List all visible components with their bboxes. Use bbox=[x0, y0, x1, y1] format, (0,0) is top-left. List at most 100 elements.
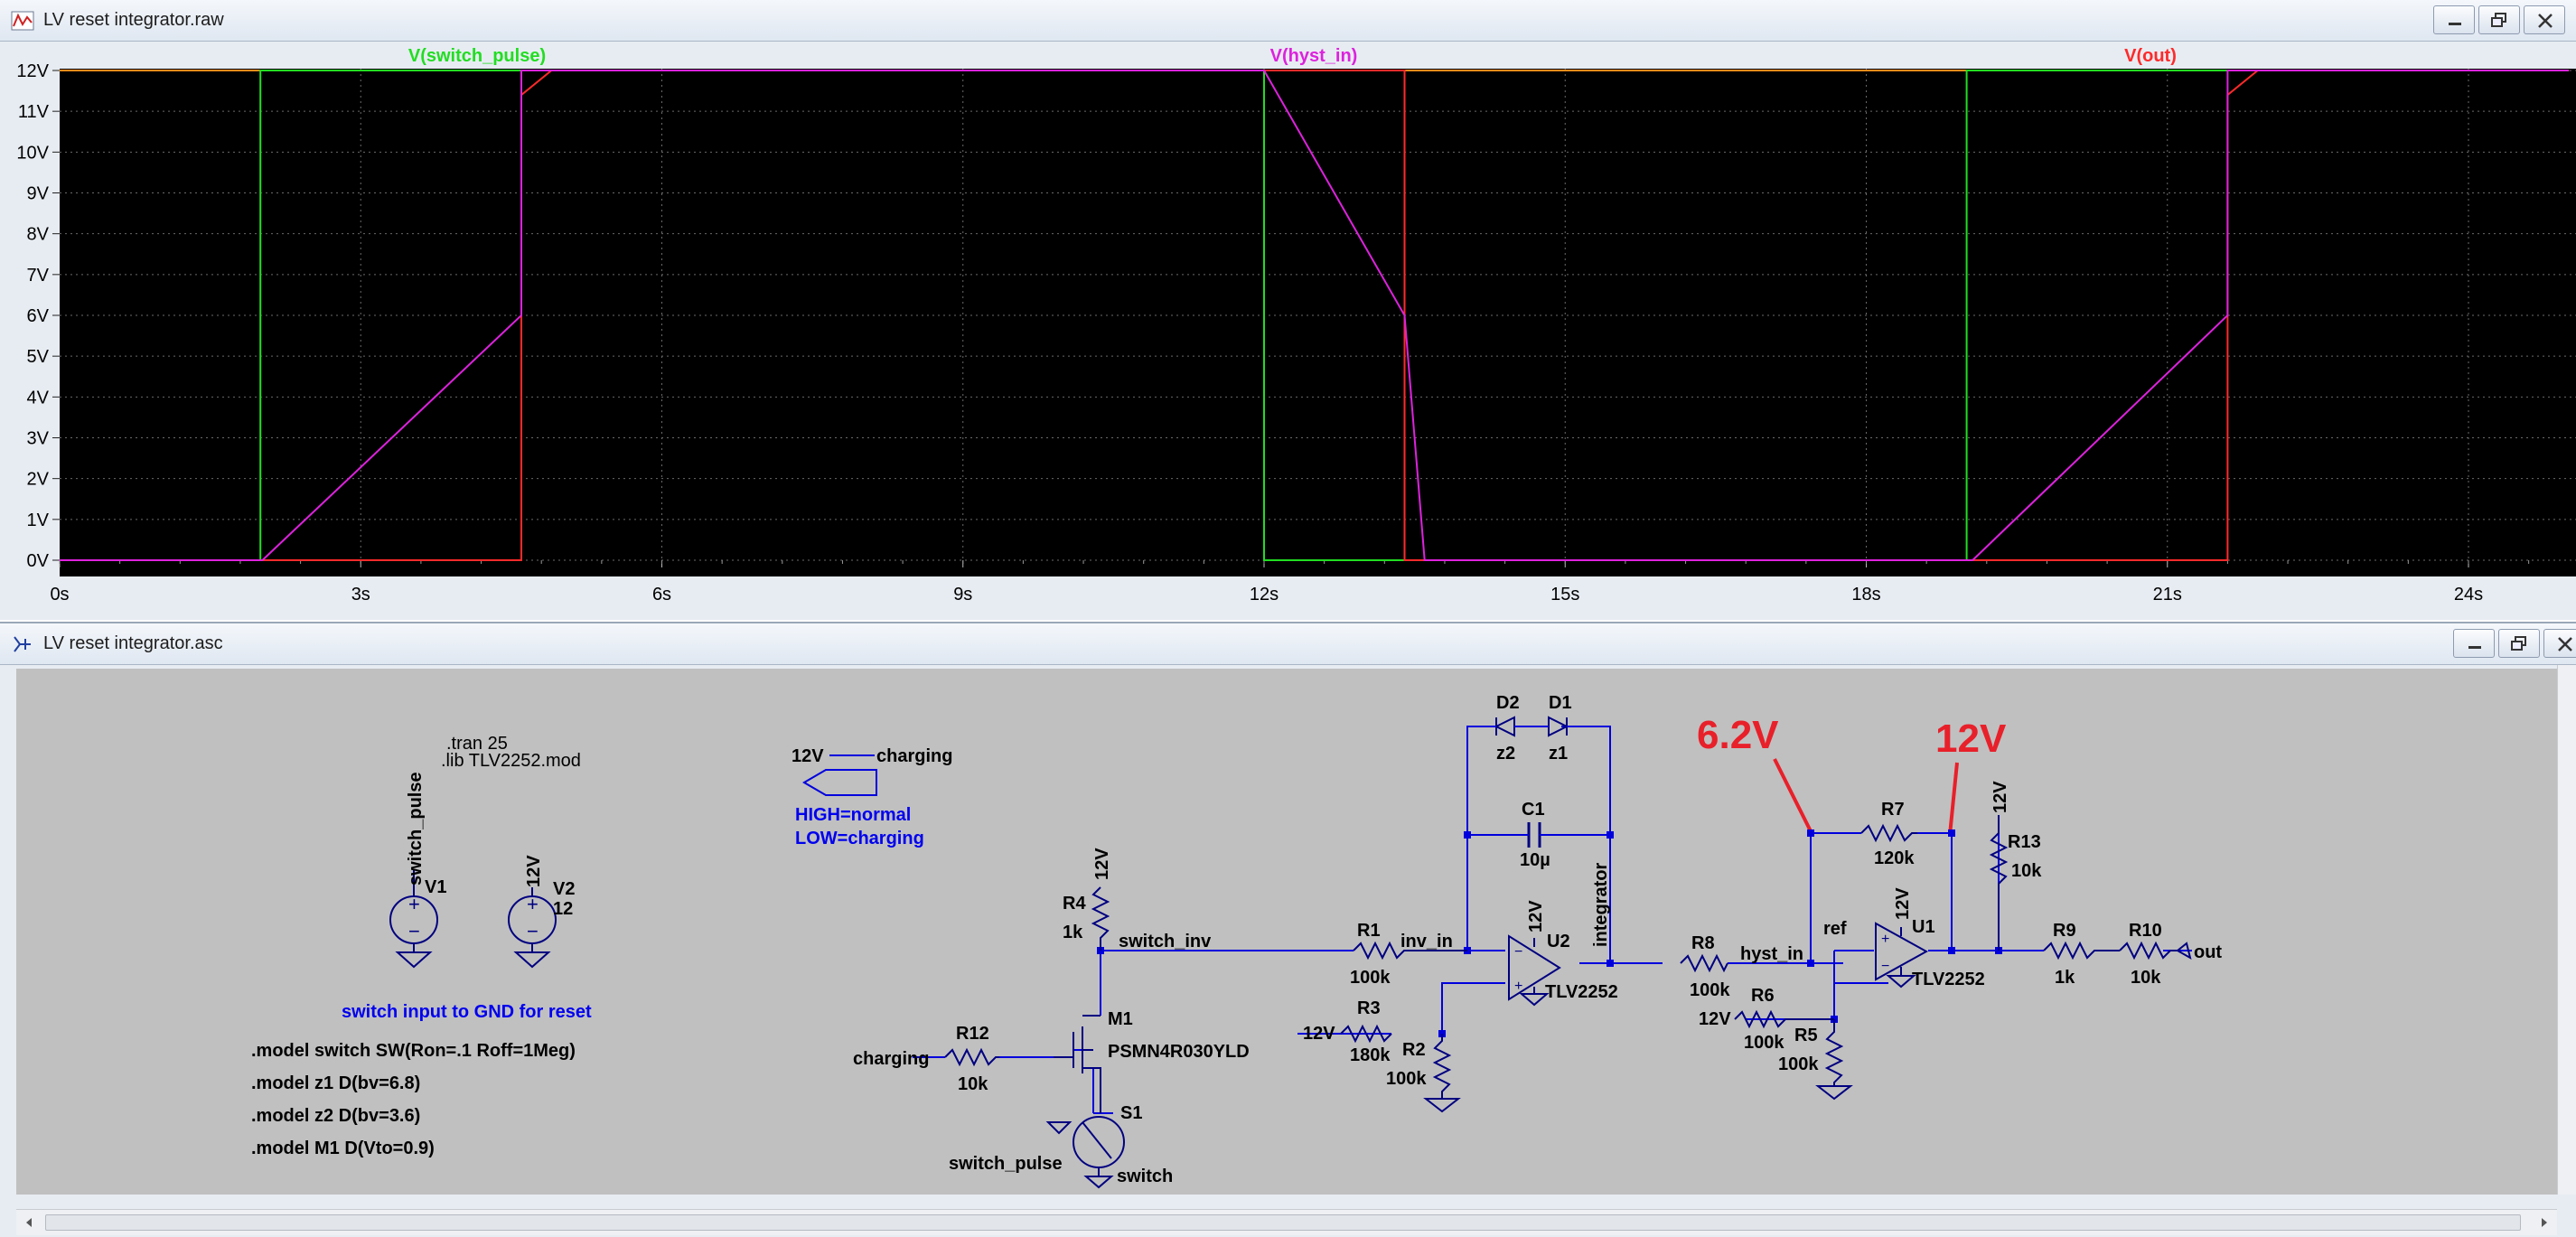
net-switch[interactable]: switch bbox=[1117, 1167, 1173, 1186]
schematic-close-button[interactable] bbox=[2543, 629, 2576, 658]
net-hyst-in[interactable]: hyst_in bbox=[1740, 944, 1803, 964]
r7-resistor[interactable] bbox=[1860, 823, 1917, 843]
net-inv-in[interactable]: inv_in bbox=[1400, 932, 1453, 951]
v1-voltage-source[interactable]: + − bbox=[389, 869, 438, 969]
r5-resistor[interactable] bbox=[1815, 1019, 1853, 1101]
annotation-6-2v[interactable]: 6.2V bbox=[1697, 713, 1779, 757]
annotation-12v[interactable]: 12V bbox=[1935, 717, 2007, 761]
net-ref[interactable]: ref bbox=[1823, 919, 1847, 939]
waveform-window-title: LV reset integrator.raw bbox=[43, 10, 224, 30]
r1-resistor[interactable] bbox=[1353, 941, 1467, 961]
restore-button[interactable] bbox=[2478, 5, 2520, 34]
v2-voltage-source[interactable]: + − bbox=[508, 887, 557, 969]
r13-value: 10k bbox=[2011, 861, 2042, 881]
r6-supply-label[interactable]: 12V bbox=[1699, 1009, 1731, 1029]
y-tick-label: 2V bbox=[27, 470, 50, 490]
x-tick-label: 12s bbox=[1250, 585, 1279, 604]
waveform-title-bar[interactable]: LV reset integrator.raw bbox=[0, 0, 2576, 42]
model-z2-directive[interactable]: .model z2 D(bv=3.6) bbox=[251, 1106, 420, 1126]
r9-resistor[interactable] bbox=[2043, 941, 2120, 961]
waveform-app-icon bbox=[11, 11, 34, 31]
net-switch-pulse[interactable]: switch_pulse bbox=[949, 1154, 1063, 1174]
high-normal-comment[interactable]: HIGH=normal bbox=[795, 805, 911, 825]
r4-resistor[interactable] bbox=[1091, 886, 1110, 951]
reset-comment[interactable]: switch input to GND for reset bbox=[342, 1002, 592, 1022]
r13-resistor[interactable] bbox=[1989, 815, 2009, 951]
r8-value: 100k bbox=[1690, 980, 1730, 1000]
v1-net-label[interactable]: switch_pulse bbox=[406, 772, 426, 886]
r6-value: 100k bbox=[1744, 1033, 1784, 1053]
r8-label: R8 bbox=[1691, 933, 1715, 953]
charging-net-flag[interactable] bbox=[802, 754, 877, 796]
m1-model: PSMN4R030YLD bbox=[1108, 1042, 1250, 1062]
u2-supply-label[interactable]: 12V bbox=[1526, 900, 1546, 932]
u2-opamp[interactable] bbox=[1508, 934, 1561, 1007]
r1-value: 100k bbox=[1350, 968, 1391, 988]
r12-resistor[interactable] bbox=[944, 1047, 999, 1067]
net-charging[interactable]: charging bbox=[853, 1049, 929, 1069]
schematic-vertical-scrollbar[interactable] bbox=[2557, 665, 2576, 1195]
annotation-12v-arrow bbox=[1948, 762, 1959, 836]
s1-voltage-switch[interactable] bbox=[1045, 1116, 1125, 1189]
legend-switch-pulse[interactable]: V(switch_pulse) bbox=[408, 46, 546, 66]
r4-supply-label[interactable]: 12V bbox=[1092, 848, 1112, 880]
v2-net-label[interactable]: 12V bbox=[524, 855, 544, 887]
net-switch-inv[interactable]: switch_inv bbox=[1119, 932, 1212, 951]
r6-resistor[interactable] bbox=[1734, 1009, 1834, 1029]
r7-value: 120k bbox=[1874, 848, 1915, 868]
schematic-title-bar[interactable]: LV reset integrator.asc bbox=[0, 623, 2576, 665]
x-tick-label: 6s bbox=[652, 585, 671, 604]
schematic-minimize-button[interactable] bbox=[2453, 629, 2495, 658]
r12-label: R12 bbox=[956, 1024, 989, 1044]
net-integrator[interactable]: integrator bbox=[1591, 862, 1611, 947]
r13-label: R13 bbox=[2008, 832, 2041, 852]
trace-v-hyst-in-[interactable] bbox=[60, 70, 2570, 561]
annotation-6-2v-arrow bbox=[1773, 758, 1813, 832]
r8-resistor[interactable] bbox=[1680, 953, 1728, 973]
x-tick-label: 18s bbox=[1851, 585, 1880, 604]
restore-icon bbox=[2491, 13, 2506, 27]
r13-supply-label[interactable]: 12V bbox=[1991, 781, 2010, 813]
ground-icon bbox=[1886, 975, 1916, 989]
schematic-background[interactable] bbox=[16, 669, 2557, 1195]
scroll-right-icon[interactable] bbox=[2537, 1215, 2552, 1230]
close-icon bbox=[2538, 14, 2553, 28]
u1-minus-pin: − bbox=[1881, 959, 1889, 974]
lib-directive[interactable]: .lib TLV2252.mod bbox=[441, 751, 581, 771]
horizontal-scroll-thumb[interactable] bbox=[45, 1214, 2521, 1231]
schematic-app-icon bbox=[14, 636, 31, 652]
close-button[interactable] bbox=[2524, 5, 2565, 34]
tran-directive[interactable]: .tran 25 bbox=[446, 734, 508, 754]
r3-resistor[interactable] bbox=[1340, 1024, 1392, 1044]
c1-label: C1 bbox=[1522, 800, 1545, 820]
model-m1-directive[interactable]: .model M1 D(Vto=0.9) bbox=[251, 1139, 435, 1158]
u2-plus-pin: + bbox=[1514, 979, 1522, 994]
legend-hyst-in[interactable]: V(hyst_in) bbox=[1270, 46, 1358, 66]
low-charging-comment[interactable]: LOW=charging bbox=[795, 829, 924, 848]
u1-opamp[interactable] bbox=[1875, 922, 1929, 989]
ground-icon bbox=[513, 951, 551, 969]
net-out[interactable]: out bbox=[2194, 942, 2222, 962]
m1-mosfet[interactable] bbox=[1054, 1015, 1101, 1113]
schematic-canvas[interactable]: .tran 25 .lib TLV2252.mod .model switch … bbox=[0, 665, 2576, 1195]
r10-value: 10k bbox=[2131, 968, 2161, 988]
r2-value: 100k bbox=[1386, 1069, 1427, 1089]
r3-supply-label[interactable]: 12V bbox=[1303, 1024, 1335, 1044]
trace-v-switch-pulse-[interactable] bbox=[60, 70, 2570, 561]
legend-out[interactable]: V(out) bbox=[2124, 46, 2177, 66]
r2-resistor[interactable] bbox=[1423, 1034, 1461, 1113]
scroll-left-icon[interactable] bbox=[22, 1215, 36, 1230]
model-switch-directive[interactable]: .model switch SW(Ron=.1 Roff=1Meg) bbox=[251, 1041, 576, 1061]
u1-supply-label[interactable]: 12V bbox=[1893, 887, 1913, 920]
r9-label: R9 bbox=[2053, 921, 2076, 941]
schematic-restore-button[interactable] bbox=[2498, 629, 2540, 658]
u1-model: TLV2252 bbox=[1912, 970, 1985, 989]
schematic-horizontal-scrollbar[interactable] bbox=[16, 1209, 2557, 1235]
r10-resistor[interactable] bbox=[2119, 941, 2178, 961]
plot-background[interactable] bbox=[60, 69, 2576, 576]
r1-label: R1 bbox=[1357, 921, 1381, 941]
out-net-flag[interactable] bbox=[2176, 942, 2192, 961]
model-z1-directive[interactable]: .model z1 D(bv=6.8) bbox=[251, 1073, 420, 1093]
minimize-button[interactable] bbox=[2433, 5, 2475, 34]
